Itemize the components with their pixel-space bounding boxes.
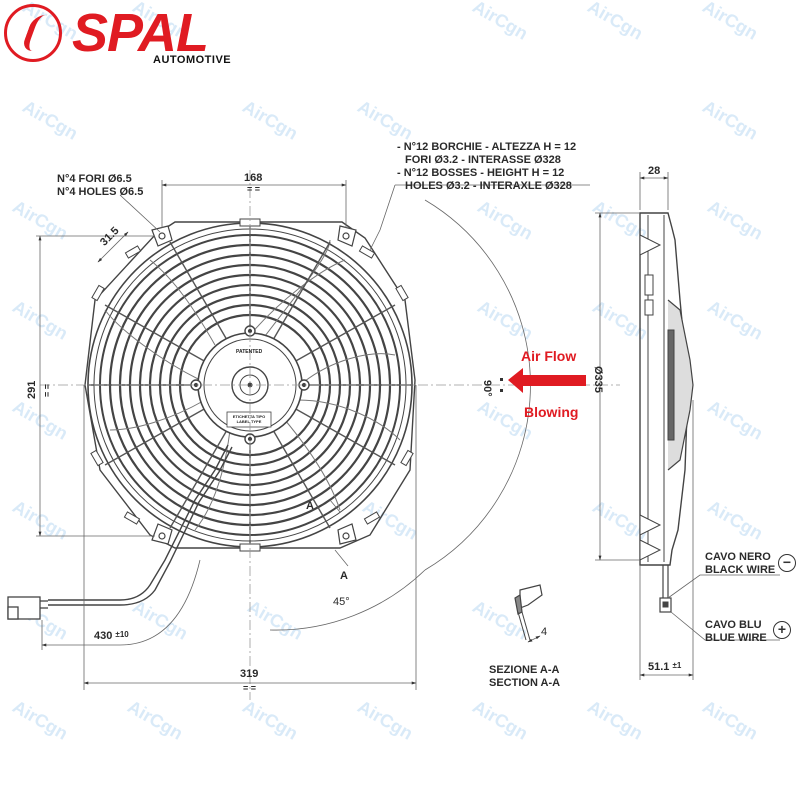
section-marker-a-lower: A: [340, 570, 348, 582]
dim-168: 168: [244, 172, 263, 184]
dim-cable-length: 430 ±10: [94, 630, 129, 642]
airflow-mode: Blowing: [524, 404, 579, 420]
section-marker-a-upper: A: [306, 500, 314, 512]
bosses-label: - N°12 BORCHIE - ALTEZZA H = 12 FORI Ø3.…: [397, 141, 577, 192]
plus-icon: +: [773, 621, 791, 639]
section-label: SEZIONE A-A SECTION A-A: [489, 664, 561, 689]
fan-side-view: [639, 212, 694, 613]
dim-319-marker: = =: [243, 683, 257, 693]
dim-depth-28: 28: [648, 165, 661, 177]
section-dim-4: 4: [541, 626, 548, 638]
angle-90: 90°: [481, 380, 493, 397]
airflow-title: Air Flow: [521, 348, 577, 364]
dim-168-marker: = =: [247, 184, 261, 194]
brand-name: SPAL: [72, 3, 209, 63]
dim-291: 291: [26, 380, 38, 399]
dim-total-depth: 51.1 ±1: [648, 661, 682, 673]
holes-label: N°4 FORI Ø6.5 N°4 HOLES Ø6.5: [57, 173, 144, 198]
spal-logo-icon: [4, 4, 62, 62]
fan-front-view: [48, 218, 416, 606]
airflow-arrow: [508, 368, 586, 393]
section-a-a-drawing: [514, 584, 543, 643]
minus-icon: −: [778, 554, 796, 572]
angle-45: 45°: [333, 596, 350, 608]
black-wire-label: CAVO NERO BLACK WIRE: [705, 551, 776, 576]
blue-wire-label: CAVO BLU BLUE WIRE: [705, 619, 767, 644]
dim-291-marker: = =: [42, 383, 52, 397]
dim-319: 319: [240, 668, 259, 680]
dim-diameter-335: Ø335: [592, 366, 604, 393]
hub-patented-text: PATENTED: [236, 349, 263, 355]
cable-connector: [7, 596, 48, 620]
hub-label-type: ETICHETTA TIPO LABEL TYPE: [232, 414, 266, 424]
brand-subtitle: AUTOMOTIVE: [153, 54, 232, 66]
